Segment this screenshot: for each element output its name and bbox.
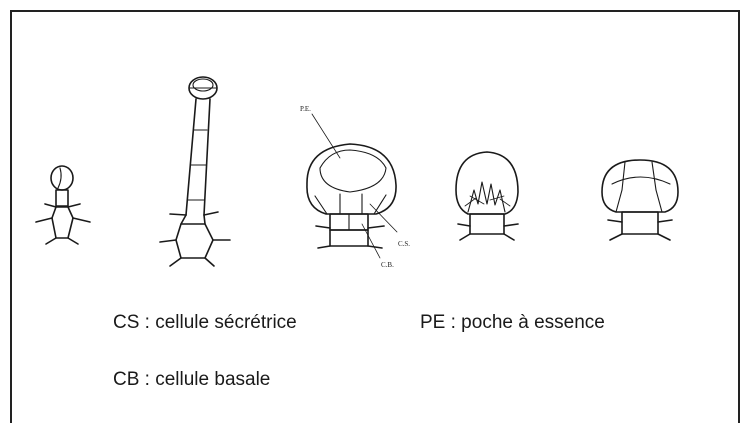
- pe-label: P.E.: [300, 105, 311, 113]
- legend-cs: CS : cellule sécrétrice: [113, 312, 297, 333]
- trichome-stage-4: [455, 151, 519, 241]
- trichome-stage-2: [159, 76, 231, 267]
- trichome-stage-3: P.E. C.S. C.B.: [300, 105, 410, 269]
- trichome-stage-5: [601, 159, 679, 241]
- cs-label: C.S.: [398, 240, 410, 248]
- legend-cb: CB : cellule basale: [113, 369, 271, 390]
- figure-frame: [10, 10, 740, 423]
- legend-pe: PE : poche à essence: [420, 312, 605, 333]
- cb-label: C.B.: [381, 261, 394, 269]
- trichome-stage-1: [35, 165, 91, 245]
